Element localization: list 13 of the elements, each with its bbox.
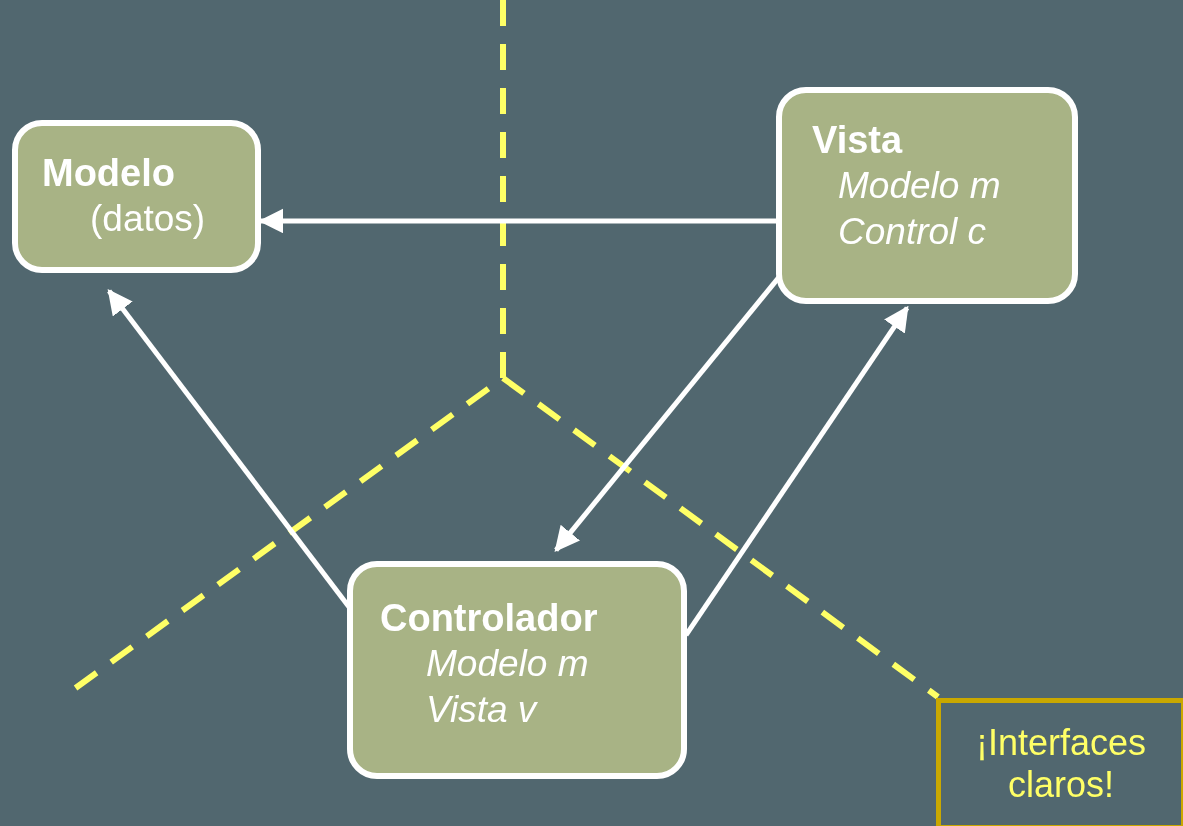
box-title: Modelo: [42, 151, 176, 196]
note-box: [936, 698, 1183, 826]
box-text: Modelo m: [837, 164, 1002, 208]
rounded-box: [12, 120, 261, 273]
box-text: Vista v: [425, 688, 539, 732]
box-title: Controlador: [380, 596, 599, 641]
rounded-box: [347, 561, 687, 779]
box-text: Modelo m: [425, 642, 590, 686]
rounded-box: [776, 87, 1078, 304]
note-text: ¡Interfaces claros!: [974, 722, 1148, 806]
box-title: Vista: [812, 118, 904, 163]
box-text: Control c: [837, 210, 988, 254]
box-text: (datos): [89, 197, 207, 241]
